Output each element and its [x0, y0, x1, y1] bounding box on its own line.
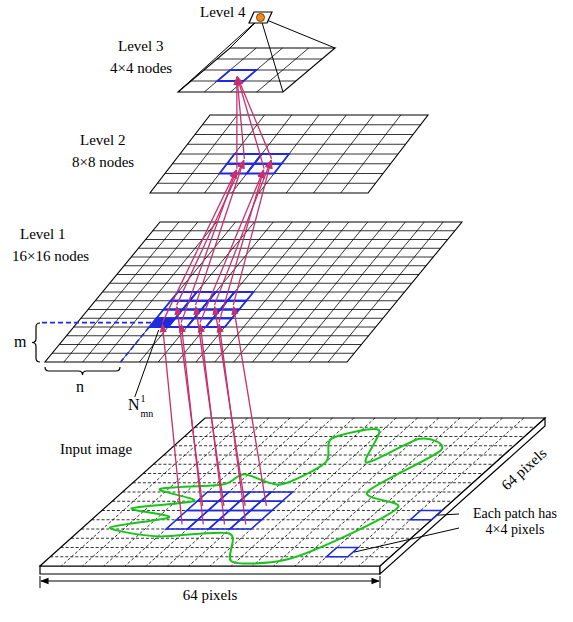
input-image-plane — [40, 418, 545, 574]
grid-line — [67, 335, 369, 336]
dimension-label: 64 pixels — [183, 587, 238, 604]
highlighted-patch — [327, 548, 359, 557]
feedforward-arrow — [181, 324, 203, 524]
level-3-grid — [178, 48, 335, 92]
index-label: m — [14, 333, 26, 351]
leader-lines — [135, 330, 459, 552]
grid-line — [272, 222, 387, 362]
feedforward-arrow — [237, 77, 271, 159]
grid-line — [328, 222, 443, 362]
feedforward-arrow — [200, 170, 264, 323]
patch-grid-line — [359, 418, 524, 566]
m-guide — [42, 322, 153, 324]
grid-line — [286, 115, 346, 193]
node-subscript: mn — [141, 408, 154, 420]
feedforward-arrow — [236, 77, 237, 169]
feedforward-arrow — [200, 324, 224, 524]
feedforward-arrow — [162, 324, 182, 524]
index-label: n — [76, 378, 84, 396]
grid-border — [45, 222, 462, 362]
grid-line — [59, 344, 361, 345]
level-label: Level 2 — [80, 132, 125, 149]
level-label: Level 4 — [200, 4, 245, 21]
m-brace — [32, 323, 40, 362]
feedforward-arrow — [237, 77, 264, 169]
feedforward-arrow — [234, 307, 267, 506]
leader-line — [135, 330, 159, 397]
patch-grid-line — [316, 418, 481, 566]
feedforward-arrow — [196, 160, 244, 305]
n-guide — [121, 327, 150, 362]
dimension-line — [41, 580, 379, 581]
dimension-marks — [40, 576, 380, 588]
feedforward-arrow — [219, 324, 246, 524]
grid-line — [341, 115, 401, 193]
index-markers — [32, 323, 153, 375]
node-symbol: N — [128, 396, 140, 414]
level-1-grid — [45, 222, 462, 362]
grid-line — [290, 222, 405, 362]
level-label: Level 3 — [118, 38, 163, 55]
patch-grid-line — [253, 418, 418, 566]
level-4-node — [178, 12, 335, 92]
grid-border — [150, 115, 428, 193]
slab-front — [40, 566, 380, 574]
feedforward-arrow — [181, 170, 236, 323]
grid-line — [253, 222, 368, 362]
grid-line — [309, 222, 424, 362]
node-count-label: 4×4 nodes — [110, 60, 172, 77]
extension-line — [380, 576, 381, 588]
node-count-label: 8×8 nodes — [72, 154, 134, 171]
feedforward-arrow — [214, 160, 271, 305]
link-line — [178, 18, 261, 93]
link-line — [261, 18, 336, 49]
grid-line — [314, 115, 374, 193]
level-2-grid — [150, 115, 428, 193]
grid-line — [257, 48, 309, 92]
level-label: Level 1 — [20, 226, 65, 243]
image-label: Input image — [60, 441, 132, 458]
feedforward-arrows — [162, 77, 271, 524]
feedforward-arrow — [177, 160, 244, 305]
link-line — [261, 18, 284, 93]
n-brace — [45, 367, 120, 375]
note-label: Each patch has 4×4 pixels — [462, 506, 568, 538]
patch-grid-line — [146, 418, 311, 566]
leader-line — [354, 528, 459, 552]
slab-top — [40, 418, 545, 566]
extension-line — [40, 576, 41, 588]
highlighted-patch — [410, 511, 442, 520]
feedforward-arrow — [233, 160, 271, 305]
feedforward-arrow — [219, 170, 264, 323]
level-4-dot — [257, 14, 265, 22]
node-count-label: 16×16 nodes — [12, 248, 89, 265]
grid-border — [178, 48, 335, 92]
level-4-plane — [249, 12, 272, 23]
node-superscript: 1 — [141, 393, 146, 405]
patch-grid-line — [195, 427, 535, 428]
leader-line — [438, 514, 459, 515]
grid-line — [158, 183, 376, 184]
highlighted-node — [227, 292, 253, 301]
patch-grid-line — [338, 418, 503, 566]
patch-grid-line — [71, 538, 411, 539]
